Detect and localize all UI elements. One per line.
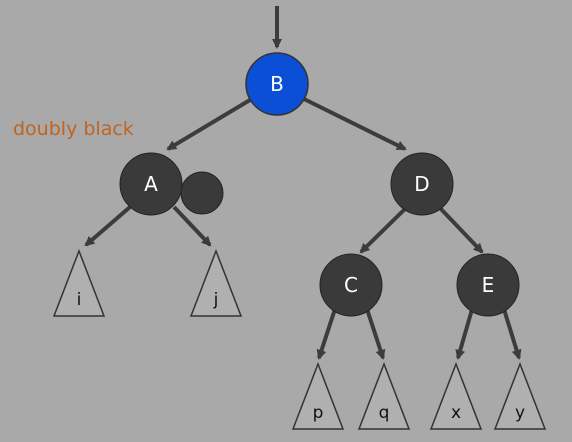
edge-E-y	[501, 305, 522, 360]
node-A: A	[119, 152, 183, 216]
edge-B-A	[166, 95, 257, 151]
doubly-black-label: doubly black	[13, 118, 134, 140]
edge-E-x	[455, 305, 475, 360]
node-D-label: D	[414, 172, 429, 196]
subtree-y: y	[493, 361, 547, 430]
subtree-j-label: j	[213, 290, 219, 310]
edge-D-E	[438, 206, 484, 254]
subtree-q: q	[357, 361, 411, 430]
subtree-p-label: p	[313, 403, 324, 423]
node-D: D	[390, 152, 454, 216]
subtree-i: i	[52, 248, 106, 317]
subtree-i-label: i	[77, 290, 82, 310]
node-C-label: C	[344, 273, 358, 297]
extra-black-circle	[180, 171, 224, 215]
subtree-x-label: x	[451, 403, 461, 423]
edge-A-i	[84, 205, 132, 247]
node-B: B	[245, 52, 309, 116]
node-A-label: A	[144, 172, 158, 196]
node-E-label: E	[482, 273, 495, 297]
subtree-x: x	[429, 361, 483, 430]
edge-D-C	[359, 206, 408, 254]
node-B-label: B	[270, 72, 284, 96]
edge-C-p	[316, 305, 338, 360]
edge-C-q	[364, 305, 386, 360]
subtree-p: p	[291, 361, 345, 430]
node-C: C	[319, 253, 383, 317]
edge-A-j	[172, 205, 212, 247]
subtree-j: j	[189, 248, 243, 317]
subtree-q-label: q	[379, 403, 390, 423]
edge-B-D	[299, 95, 407, 151]
subtree-y-label: y	[515, 403, 525, 423]
node-E: E	[456, 253, 520, 317]
